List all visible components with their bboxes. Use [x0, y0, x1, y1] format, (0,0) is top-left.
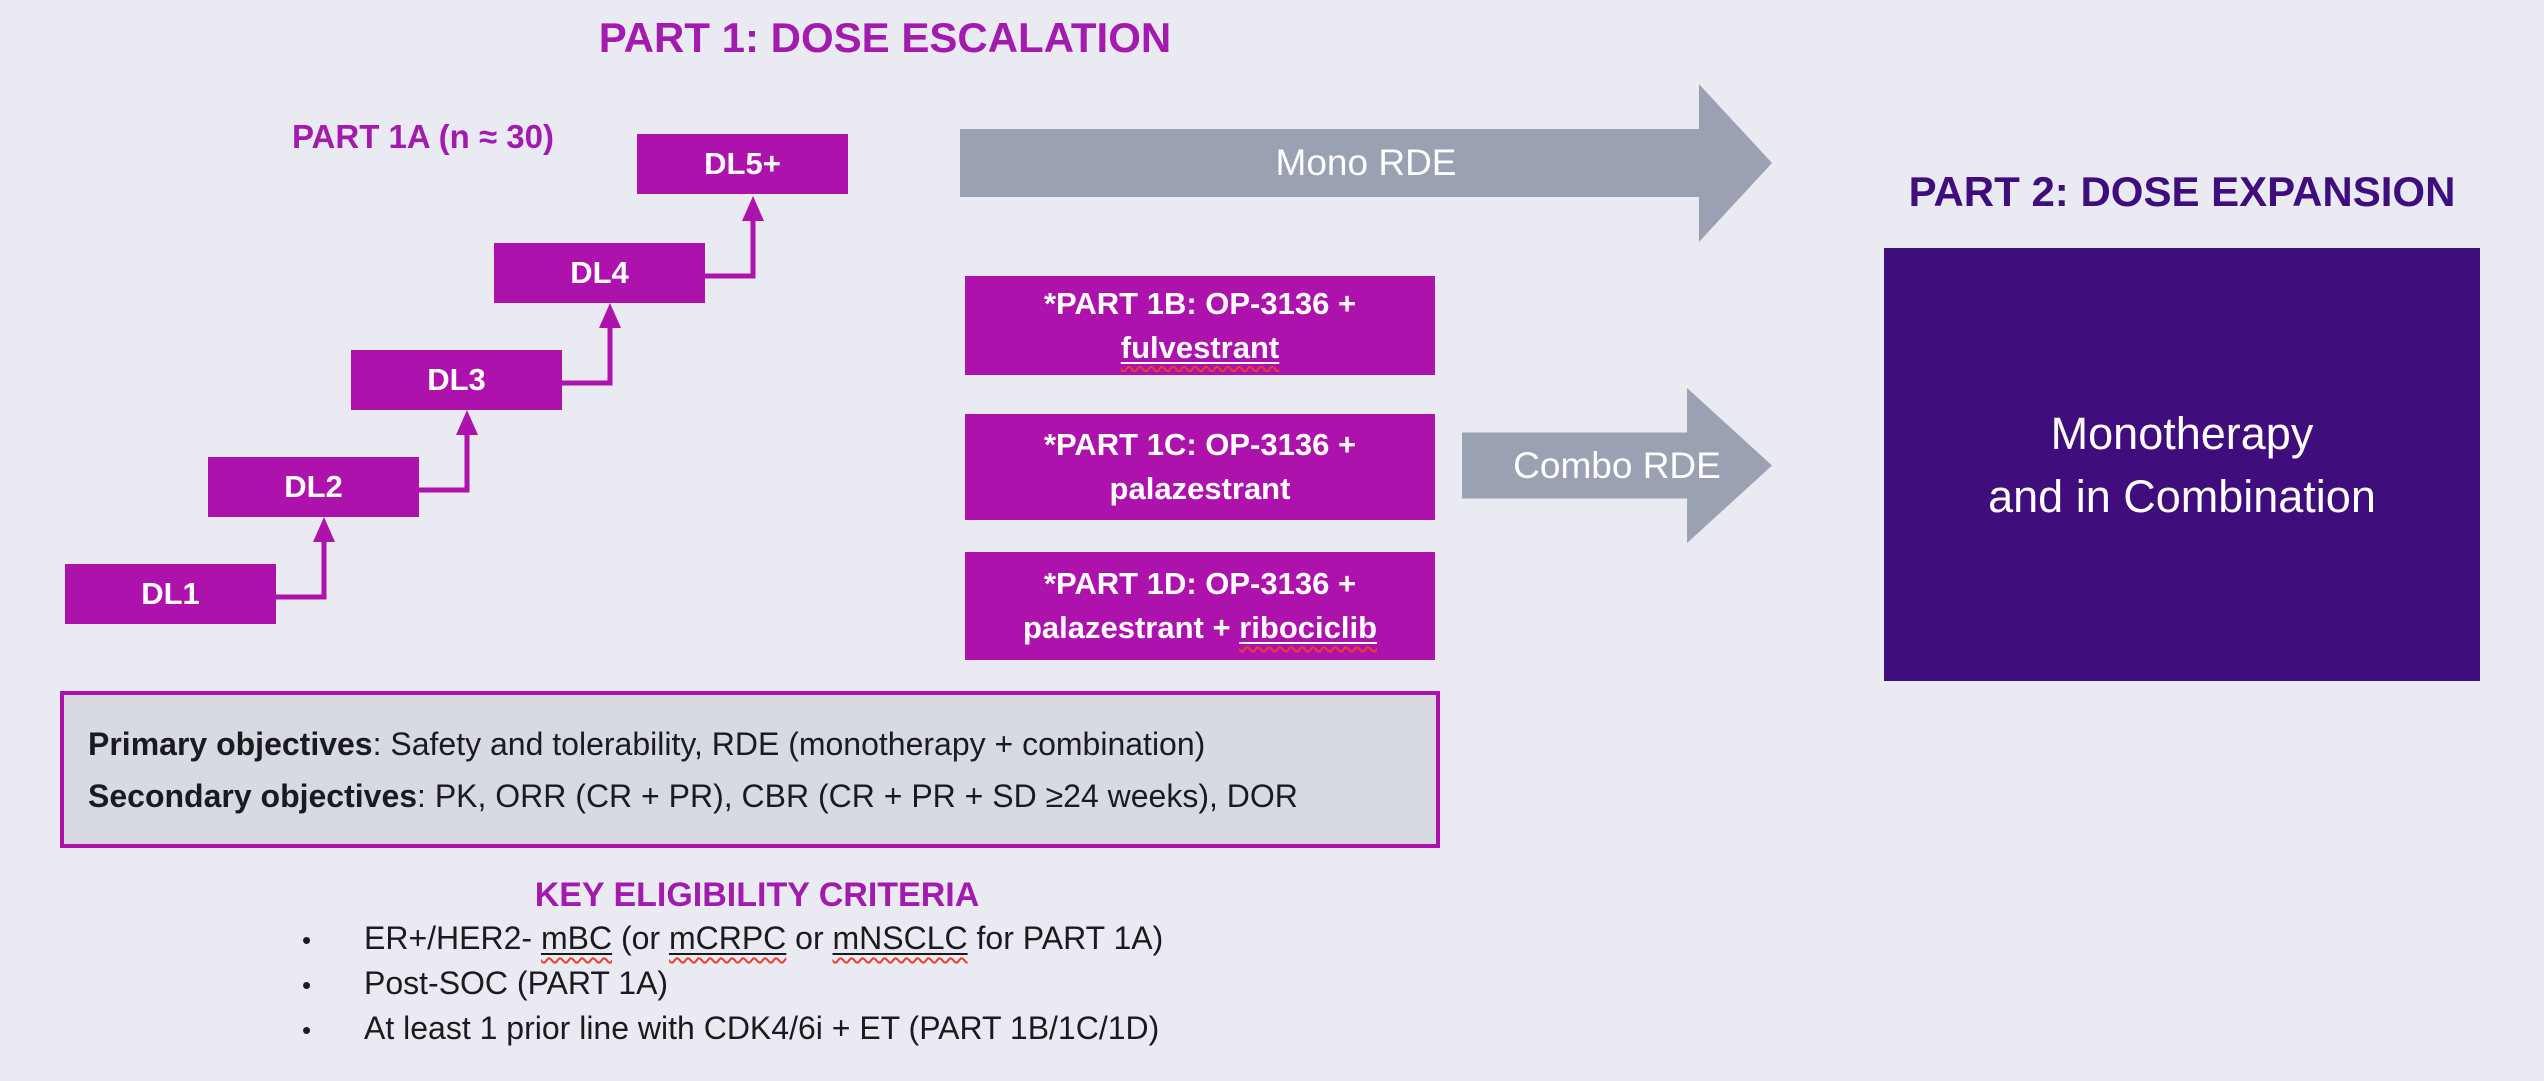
connector-dl2-dl3: [417, 410, 478, 493]
bullet-icon: •: [302, 970, 312, 1000]
dose-level-box-dl4: DL4: [494, 243, 705, 303]
part1b-line1: *PART 1B: OP-3136 +: [1043, 285, 1357, 321]
secondary-objectives-line: Secondary objectives: PK, ORR (CR + PR),…: [88, 777, 1298, 814]
part1c-line1: *PART 1C: OP-3136 +: [1043, 427, 1357, 462]
list-item: • ER+/HER2- mBC (or mCRPC or mNSCLC for …: [302, 920, 1163, 965]
part1d-line1: *PART 1D: OP-3136 +: [1043, 566, 1357, 601]
eligibility-heading: KEY ELIGIBILITY CRITERIA: [534, 876, 980, 914]
mono-rde-arrow-label: Mono RDE: [1275, 142, 1457, 183]
eligibility-item-text: ER+/HER2- mBC (or mCRPC or mNSCLC for PA…: [364, 920, 1164, 956]
underlined-drug-name: fulvestrant: [1120, 329, 1280, 365]
eligibility-list: • ER+/HER2- mBC (or mCRPC or mNSCLC for …: [302, 920, 1163, 1055]
underlined-term: mBC: [540, 920, 613, 956]
part1c-box: *PART 1C: OP-3136 + palazestrant: [965, 414, 1435, 520]
connector-dl1-dl2: [274, 517, 335, 600]
underlined-term: mCRPC: [668, 920, 787, 956]
underlined-term: mNSCLC: [832, 920, 968, 956]
mono-rde-arrow: Mono RDE: [960, 84, 1772, 242]
part1b-box: *PART 1B: OP-3136 + fulvestrant: [965, 276, 1435, 375]
bullet-icon: •: [302, 1015, 312, 1045]
part1a-label: PART 1A (n ≈ 30): [292, 118, 554, 155]
dose-level-box-dl2: DL2: [208, 457, 419, 517]
dose-level-label: DL4: [570, 255, 629, 290]
part1c-line2: palazestrant: [1109, 471, 1291, 506]
list-item: • Post-SOC (PART 1A): [302, 965, 1163, 1010]
connector-dl3-dl4: [560, 303, 621, 386]
secondary-objectives-label: Secondary objectives: [88, 777, 418, 814]
list-item: • At least 1 prior line with CDK4/6i + E…: [302, 1010, 1163, 1055]
arrowhead-up-icon: [742, 196, 764, 221]
dose-level-label: DL1: [141, 576, 200, 611]
part2-box-line2: and in Combination: [1988, 470, 2376, 522]
objectives-panel: Primary objectives: Safety and tolerabil…: [60, 691, 1440, 848]
primary-objectives-line: Primary objectives: Safety and tolerabil…: [88, 725, 1206, 762]
connector-dl4-dl5: [703, 196, 764, 279]
part1d-line2: palazestrant + ribociclib: [1022, 610, 1378, 645]
part2-box-line1: Monotherapy: [2050, 407, 2314, 459]
dose-level-label: DL3: [427, 362, 486, 397]
eligibility-item-text: At least 1 prior line with CDK4/6i + ET …: [364, 1010, 1160, 1046]
primary-objectives-label: Primary objectives: [88, 725, 373, 762]
combo-rde-arrow-label: Combo RDE: [1513, 444, 1721, 486]
dose-level-label: DL5+: [704, 146, 781, 181]
eligibility-item-text: Post-SOC (PART 1A): [364, 965, 669, 1001]
dose-level-box-dl3: DL3: [351, 350, 562, 410]
part1d-box: *PART 1D: OP-3136 + palazestrant + riboc…: [965, 552, 1435, 660]
underlined-drug-name: ribociclib: [1239, 610, 1378, 645]
part1-title: PART 1: DOSE ESCALATION: [598, 14, 1172, 61]
arrowhead-up-icon: [456, 410, 478, 435]
dose-level-box-dl5: DL5+: [637, 134, 848, 194]
dose-level-box-dl1: DL1: [65, 564, 276, 624]
combo-rde-arrow: Combo RDE: [1462, 388, 1772, 543]
part1b-line2: fulvestrant: [1121, 326, 1279, 370]
part2-title: PART 2: DOSE EXPANSION: [1908, 168, 2456, 215]
bullet-icon: •: [302, 925, 312, 955]
arrowhead-up-icon: [313, 517, 335, 542]
part2-expansion-box: Monotherapy and in Combination: [1884, 248, 2480, 681]
arrowhead-up-icon: [599, 303, 621, 328]
dose-level-label: DL2: [284, 469, 343, 504]
